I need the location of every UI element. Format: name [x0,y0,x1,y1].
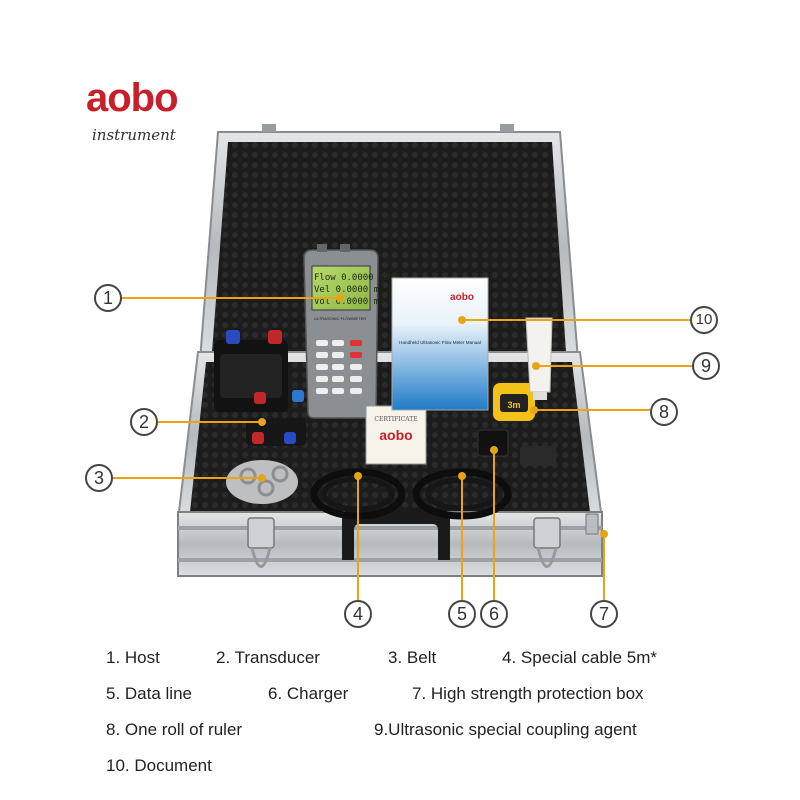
case-latch-left[interactable] [247,517,275,568]
callout-9: 9 [692,352,720,380]
certificate-brand: aobo [379,427,412,443]
callout-3: 3 [85,464,113,492]
tape-measure: 3m [491,381,537,423]
tape-label: 3m [507,400,520,410]
legend-item-host: 1. Host [106,648,160,667]
manual-title: Handheld Ultrasonic Flow Meter Manual [399,340,481,345]
legend-item-belt: 3. Belt [388,648,437,667]
legend-item-special-cable: 4. Special cable 5m* [502,648,657,667]
legend-item-document: 10. Document [106,756,212,775]
legend-item-data-line: 5. Data line [106,684,192,703]
legend-item-protection-box: 7. High strength protection box [412,684,644,703]
flowmeter-host: Flow 0.0000 m3/h Vel 0.0000 m/s Vol 0.00… [303,244,401,419]
callout-7: 7 [590,600,618,628]
manual-brand: aobo [450,292,474,303]
legend-item-coupling-agent: 9.Ultrasonic special coupling agent [374,720,637,739]
callout-4: 4 [344,600,372,628]
case-latch-right[interactable] [533,517,561,568]
host-screen-line-1: Flow 0.0000 m3/h [314,273,401,283]
parts-legend: 1. Host 2. Transducer 3. Belt 4. Special… [106,648,766,788]
callout-5: 5 [448,600,476,628]
callout-10: 10 [690,306,718,334]
host-model-label: ULTRASONIC FLOWMETER [314,316,366,321]
legend-item-ruler: 8. One roll of ruler [106,720,243,739]
callout-1: 1 [94,284,122,312]
host-screen-line-3: Vol 0.0000 m3 [314,297,384,307]
leader-lines [112,294,692,600]
host-keypad [316,340,362,394]
certificate-title: CERTIFICATE [374,416,417,423]
legend-item-transducer: 2. Transducer [216,648,320,667]
callout-2: 2 [130,408,158,436]
callout-6: 6 [480,600,508,628]
charger [477,429,556,466]
coupling-agent-tube [525,317,553,400]
case-lid [198,124,580,361]
legend-item-charger: 6. Charger [268,684,349,703]
host-screen-line-2: Vel 0.0000 m/s [314,285,390,295]
brand-tagline: instrument [92,126,176,144]
brand-name: aobo [86,76,179,120]
certificate: CERTIFICATE aobo [365,405,427,465]
transducers [214,330,306,446]
callout-8: 8 [650,398,678,426]
document-manual: aobo Handheld Ultrasonic Flow Meter Manu… [391,277,489,411]
